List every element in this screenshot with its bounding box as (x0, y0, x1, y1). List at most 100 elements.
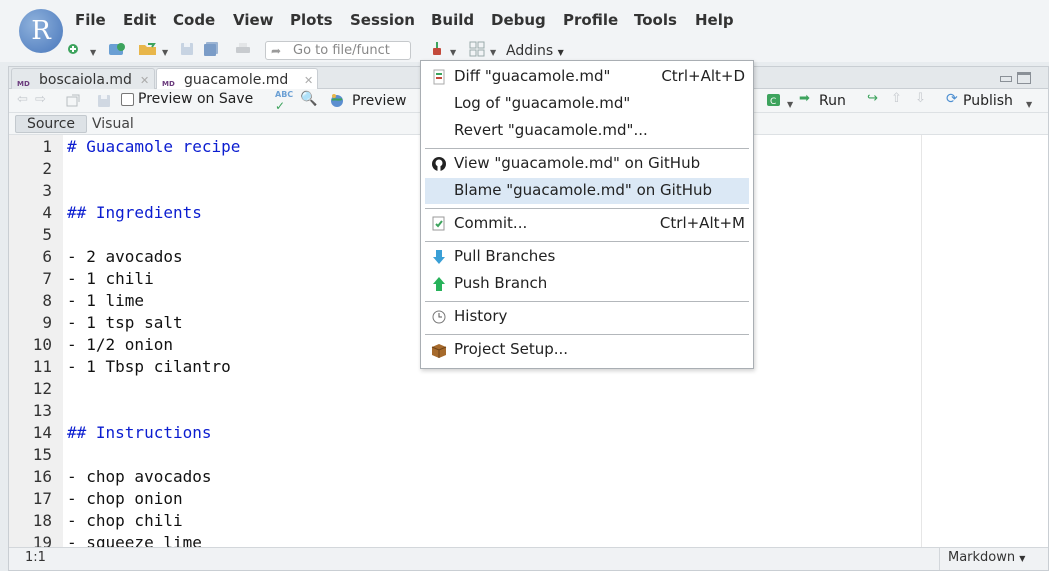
chevron-down-icon[interactable]: ▼ (787, 100, 794, 109)
menu-file[interactable]: File (75, 11, 106, 29)
main-toolbar: ▼ ▼ Go to file/funct ➦ ▼ ▼ Addins ▼ (0, 40, 1049, 62)
menu-session[interactable]: Session (350, 11, 415, 29)
menu-tools[interactable]: Tools (634, 11, 677, 29)
back-arrow-icon[interactable]: ⇦ (17, 92, 28, 107)
line-number: 7 (42, 269, 52, 288)
code-line: - 1 Tbsp cilantro (67, 357, 231, 376)
markdown-file-icon: MD (162, 80, 175, 88)
publish-icon[interactable]: ⟳ (946, 91, 958, 107)
save-icon[interactable] (97, 94, 111, 108)
menu-item-label: Revert "guacamole.md"... (454, 121, 648, 139)
grid-layout-icon[interactable] (469, 41, 485, 57)
menu-item-log-of-guacamole-md[interactable]: Log of "guacamole.md" (425, 91, 749, 117)
chevron-down-icon[interactable]: ▼ (1026, 100, 1033, 109)
tab-label: boscaiola.md (39, 72, 132, 88)
maximize-pane-icon[interactable] (1017, 72, 1031, 84)
clock-icon (431, 309, 447, 325)
menu-code[interactable]: Code (173, 11, 216, 29)
close-icon[interactable]: ✕ (140, 74, 150, 87)
chevron-down-icon[interactable]: ▼ (90, 48, 97, 57)
source-mode-button[interactable]: Source (15, 115, 87, 133)
menu-item-revert-guacamole-md[interactable]: Revert "guacamole.md"... (425, 118, 749, 144)
margin-line (921, 135, 922, 547)
menu-item-push-branch[interactable]: Push Branch (425, 271, 749, 297)
insert-chunk-icon[interactable]: C (764, 93, 782, 107)
menu-help[interactable]: Help (695, 11, 734, 29)
menu-item-label: Project Setup... (454, 340, 569, 358)
code-line: - chop onion (67, 489, 183, 508)
menu-item-label: Pull Branches (454, 247, 556, 265)
file-type-selector[interactable]: Markdown ▼ (939, 548, 1025, 570)
minimize-pane-icon[interactable] (1000, 76, 1012, 82)
preview-button[interactable]: Preview (352, 93, 407, 109)
menu-item-view-guacamole-md-on-github[interactable]: View "guacamole.md" on GitHub (425, 151, 749, 177)
menu-separator (425, 301, 749, 302)
pull-arrow-icon (431, 249, 447, 265)
menu-item-project-setup[interactable]: Project Setup... (425, 337, 749, 363)
menu-separator (425, 208, 749, 209)
line-number: 15 (32, 445, 52, 464)
publish-button[interactable]: Publish (963, 93, 1013, 109)
addins-menu[interactable]: Addins ▼ (506, 43, 564, 59)
save-all-icon[interactable] (203, 42, 219, 56)
package-box-icon (431, 342, 447, 358)
menu-separator (425, 148, 749, 149)
chevron-down-icon[interactable]: ▼ (162, 48, 169, 57)
menu-item-label: Commit... (454, 214, 528, 232)
menu-item-pull-branches[interactable]: Pull Branches (425, 244, 749, 270)
commit-icon (431, 216, 447, 232)
spellcheck-icon[interactable]: ABC✓ (275, 90, 294, 113)
menu-item-history[interactable]: History (425, 304, 749, 330)
menu-profile[interactable]: Profile (563, 11, 619, 29)
close-icon[interactable]: ✕ (304, 74, 314, 87)
show-in-window-icon[interactable] (66, 94, 80, 108)
find-magnifier-icon[interactable]: 🔍 (300, 91, 318, 107)
up-arrow-icon[interactable]: ⇧ (891, 91, 902, 106)
run-arrow-icon[interactable]: ➡ (799, 91, 810, 106)
visual-mode-button[interactable]: Visual (92, 116, 134, 132)
git-dropdown-menu: Diff "guacamole.md"Ctrl+Alt+D Log of "gua… (420, 60, 754, 369)
addins-label: Addins (506, 43, 554, 59)
menu-build[interactable]: Build (431, 11, 475, 29)
print-icon[interactable] (235, 42, 251, 56)
new-project-icon[interactable] (108, 41, 126, 57)
push-arrow-icon (431, 276, 447, 292)
menu-item-blame-guacamole-md-on-github[interactable]: Blame "guacamole.md" on GitHub (425, 178, 749, 204)
cursor-position: 1:1 (25, 550, 46, 565)
tab-boscaiola[interactable]: MD boscaiola.md ✕ (11, 68, 155, 90)
chevron-down-icon[interactable]: ▼ (450, 48, 457, 57)
preview-on-save-checkbox[interactable] (121, 93, 134, 106)
menu-plots[interactable]: Plots (290, 11, 333, 29)
code-line-heading: # Guacamole recipe (67, 137, 241, 156)
menu-item-shortcut: Ctrl+Alt+D (661, 67, 745, 85)
line-number: 1 (42, 137, 52, 156)
editor-status-bar: 1:1 Markdown ▼ (9, 547, 1048, 570)
rstudio-logo: R (19, 9, 63, 53)
rerun-icon[interactable]: ↪ (867, 91, 878, 106)
menu-edit[interactable]: Edit (123, 11, 157, 29)
code-line-heading: ## Instructions (67, 423, 212, 442)
code-line: - 1 chili (67, 269, 154, 288)
line-number: 4 (42, 203, 52, 222)
preview-globe-icon[interactable] (329, 93, 345, 108)
tab-guacamole[interactable]: MD guacamole.md ✕ (156, 68, 318, 91)
menu-debug[interactable]: Debug (491, 11, 546, 29)
code-line: - chop avocados (67, 467, 212, 486)
chevron-down-icon[interactable]: ▼ (490, 48, 497, 57)
new-file-icon[interactable] (66, 42, 80, 56)
down-arrow-icon[interactable]: ⇩ (915, 91, 926, 106)
save-icon[interactable] (180, 42, 194, 56)
menu-item-diff-guacamole-md[interactable]: Diff "guacamole.md"Ctrl+Alt+D (425, 64, 749, 90)
menu-view[interactable]: View (233, 11, 274, 29)
menu-item-label: Blame "guacamole.md" on GitHub (454, 181, 713, 199)
go-to-file-input[interactable]: Go to file/funct (265, 41, 411, 60)
line-number: 14 (32, 423, 52, 442)
forward-arrow-icon[interactable]: ⇨ (35, 92, 46, 107)
open-folder-icon[interactable] (138, 42, 158, 56)
menu-item-commit[interactable]: Commit...Ctrl+Alt+M (425, 211, 749, 237)
line-number: 3 (42, 181, 52, 200)
menu-item-label: Log of "guacamole.md" (454, 94, 631, 112)
git-icon[interactable] (430, 42, 444, 56)
run-button[interactable]: Run (819, 93, 846, 109)
